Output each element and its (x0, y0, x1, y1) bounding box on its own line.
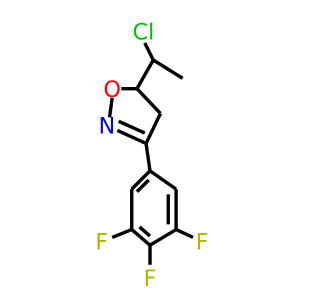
bond-ar5-f (175, 228, 194, 239)
bond-ar1-ar2-inner (135, 178, 150, 193)
bond-ar3-ar4-inner (138, 225, 152, 238)
bond-c3-c4 (144, 112, 162, 145)
bond-c4-c5 (135, 87, 162, 115)
atom-o: O (103, 77, 120, 103)
bond-ar6-ar1 (149, 169, 178, 191)
molecule-structure: Cl O N F F F (95, 20, 208, 293)
bond-c3-phenyl (144, 143, 152, 172)
atom-cl: Cl (133, 20, 155, 46)
atom-f-right: F (196, 230, 209, 256)
bond-n-c3 (116, 128, 147, 146)
bond-c5-chain (135, 59, 155, 90)
bond-ar3-f (111, 227, 133, 239)
bond-ar4-ar5 (149, 228, 177, 247)
bond-chain-cl (143, 42, 155, 61)
bonds (107, 42, 194, 265)
bond-n-c3-double (117, 119, 146, 135)
atom-labels: Cl O N F F F (95, 20, 208, 293)
atom-n: N (99, 114, 116, 140)
bond-chain-methyl (152, 58, 184, 80)
atom-f-left: F (95, 230, 108, 256)
atom-f-bottom: F (144, 266, 157, 292)
bond-o-n (107, 97, 114, 118)
bond-ar3-ar4 (130, 228, 152, 247)
bond-ar1-ar2 (130, 169, 152, 191)
